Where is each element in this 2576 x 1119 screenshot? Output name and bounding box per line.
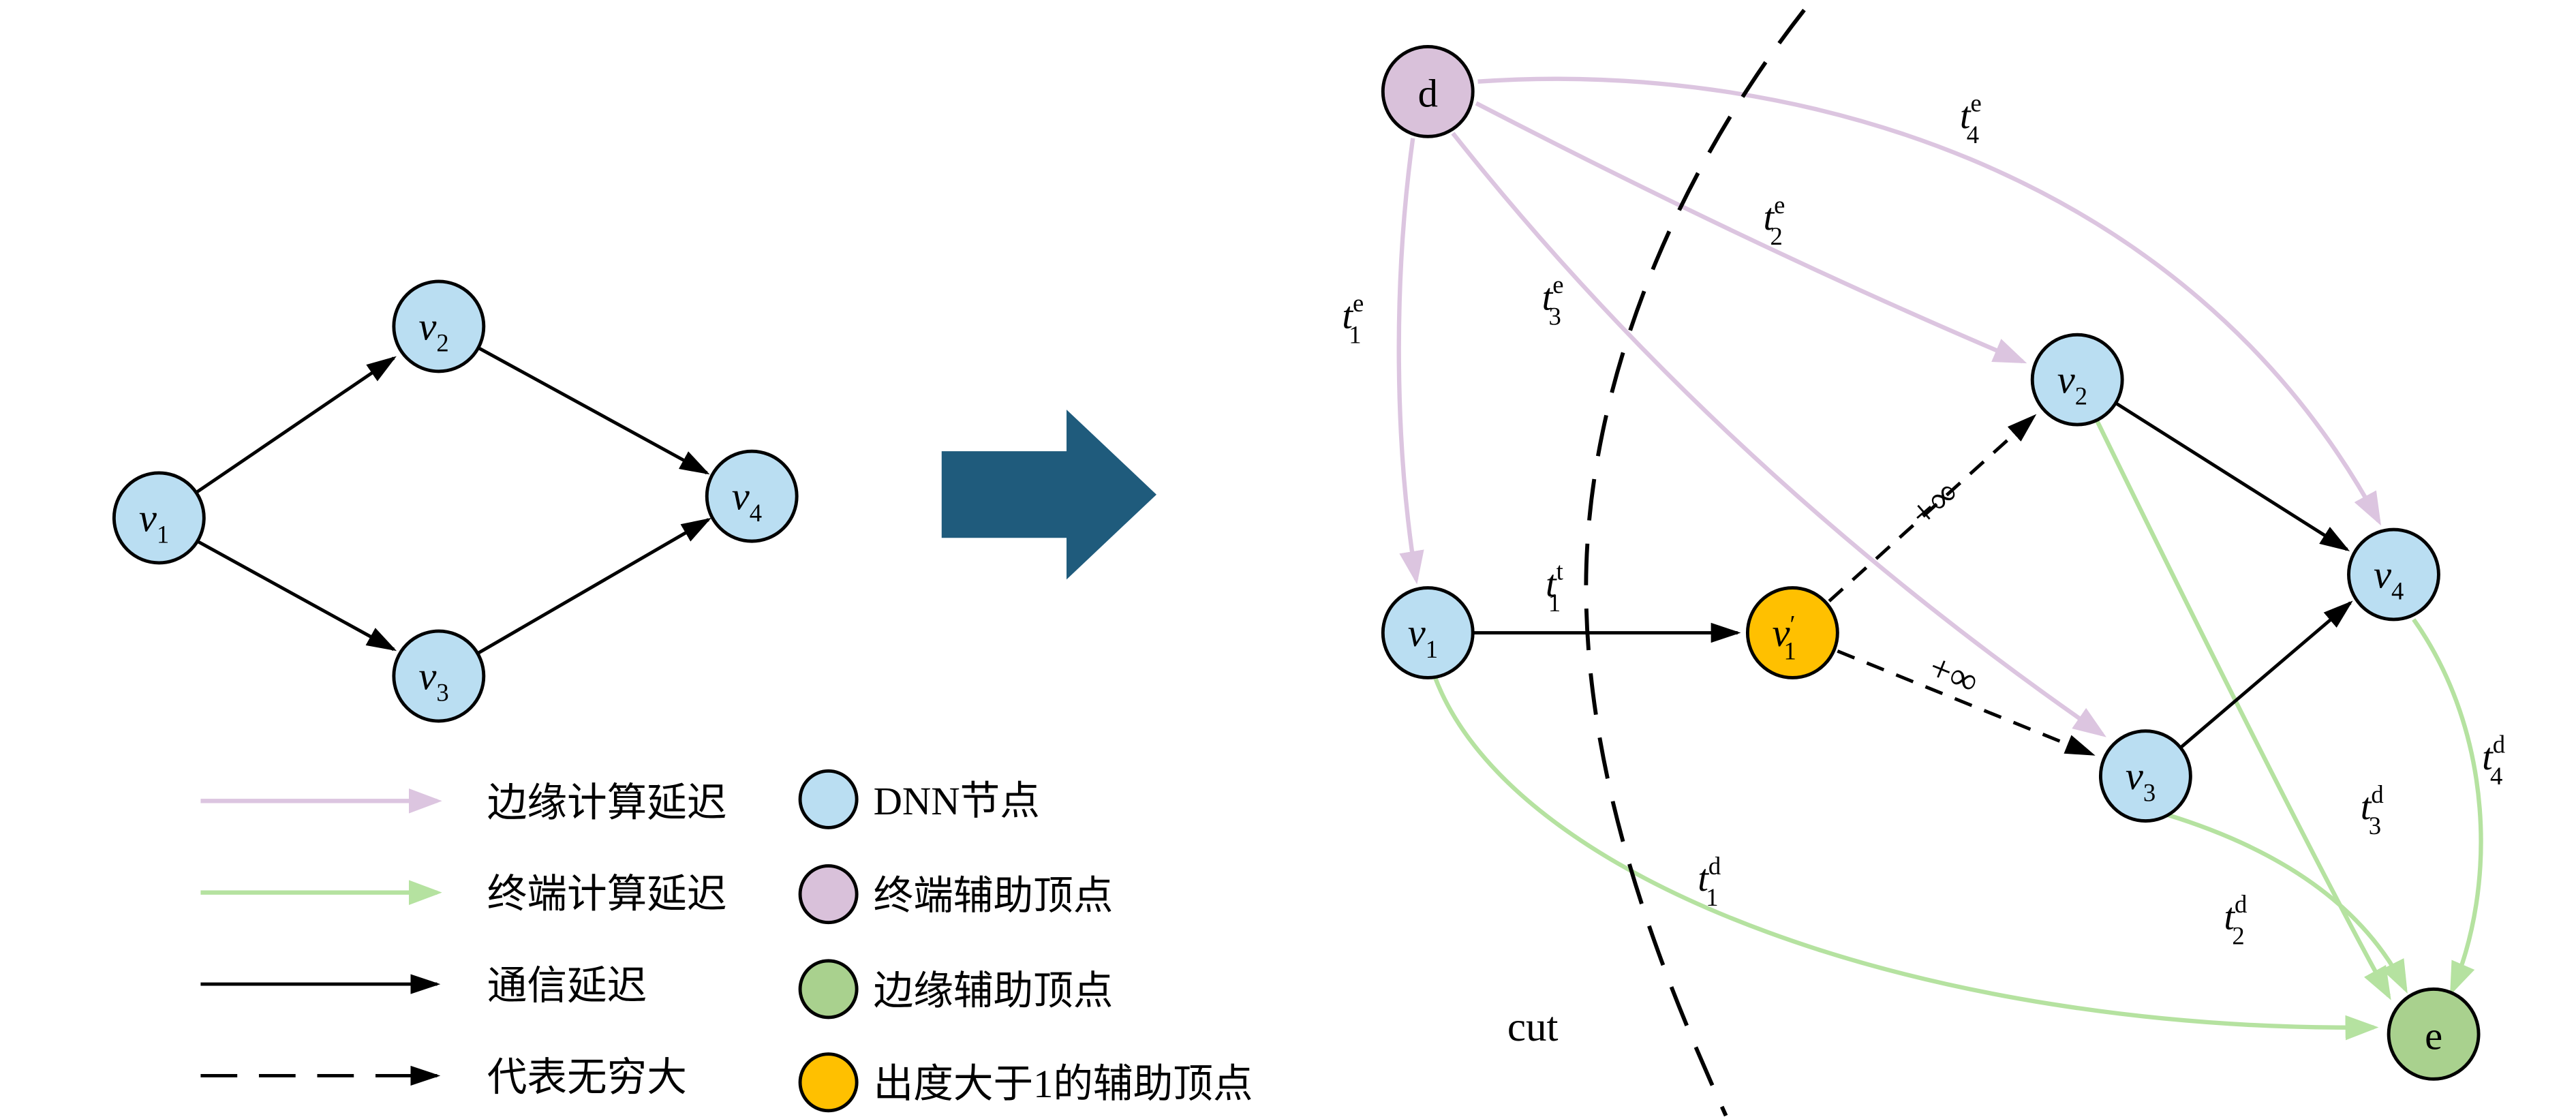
legend-edge-delay: 边缘计算延迟 (200, 780, 726, 825)
node-d: d (1381, 44, 1475, 138)
legend-infinity-label: 代表无穷大 (487, 1055, 687, 1099)
legend-edge-delay-label: 边缘计算延迟 (487, 780, 727, 825)
legend-device-aux-node-icon (798, 864, 859, 925)
node-v1-prime: v′1 (1745, 586, 1839, 679)
cut-curve (1584, 8, 1806, 1117)
node-v2-label: v2 (418, 304, 448, 356)
edge-d-v1 (1396, 138, 1424, 585)
legend-edge-aux-node-label: 边缘辅助顶点 (874, 968, 1114, 1013)
legend-outdeg-aux-node-icon (798, 1052, 859, 1113)
edge-v1p-v3-infinity (1837, 649, 2096, 756)
node-v3-right: v3 (2098, 729, 2192, 823)
legend-outdeg-aux-node-label: 出度大于1的辅助顶点 (874, 1062, 1253, 1106)
node-d-label: d (1418, 71, 1438, 115)
edge-v1-e (1432, 675, 2379, 1041)
node-v2: v2 (392, 279, 486, 373)
node-v4-label: v4 (2374, 553, 2404, 605)
edge-d-v4 (1477, 76, 2381, 526)
legend-edge-aux-node: 边缘辅助顶点 (798, 959, 1114, 1020)
edge-d-v2 (1475, 101, 2027, 364)
left-graph: v1 v2 v3 v4 (112, 279, 799, 723)
cut-label: cut (1507, 1005, 1559, 1050)
node-v2-right: v2 (2030, 333, 2124, 427)
legend-outdeg-aux-node: 出度大于1的辅助顶点 (798, 1052, 1253, 1113)
node-v1: v1 (112, 471, 206, 565)
transform-arrow-icon (941, 410, 1156, 580)
legend-comm-delay: 通信延迟 (200, 964, 647, 1008)
edge-d-v3 (1451, 132, 2106, 737)
legend-comm-delay-label: 通信延迟 (487, 964, 647, 1008)
edge-v1-v3 (196, 539, 397, 652)
edge-v2-v4 (2115, 401, 2350, 551)
edge-v4-e (2412, 618, 2483, 996)
legend-edge-aux-node-icon (798, 959, 859, 1020)
edge-v2-v4 (478, 346, 710, 475)
legend-device-aux-node-label: 终端辅助顶点 (874, 874, 1114, 918)
edge-v3-v4 (478, 517, 711, 654)
node-v1-label: v1 (139, 495, 169, 548)
edge-v2-e (2095, 420, 2391, 1000)
node-v3: v3 (392, 629, 486, 723)
legend-infinity: 代表无穷大 (200, 1055, 687, 1099)
legend-device-delay-label: 终端计算延迟 (487, 872, 727, 917)
node-e-label: e (2425, 1013, 2442, 1058)
legend-device-aux-node: 终端辅助顶点 (798, 864, 1114, 925)
node-e: e (2387, 987, 2481, 1081)
legend-dnn-node-icon (798, 769, 859, 829)
node-v3-label: v3 (2126, 754, 2156, 806)
edge-v3-e (2164, 812, 2408, 994)
node-v4-label: v4 (732, 474, 762, 527)
edge-v1p-v2-infinity (1828, 414, 2037, 602)
legend-dnn-node-label: DNN节点 (874, 779, 1040, 823)
legend: 边缘计算延迟 终端计算延迟 通信延迟 代表无穷大 DNN节点 终端辅助顶点 边缘… (200, 769, 1253, 1113)
legend-device-delay: 终端计算延迟 (200, 872, 726, 917)
legend-dnn-node: DNN节点 (798, 769, 1040, 829)
node-v4: v4 (705, 449, 799, 543)
node-v1-right: v1 (1381, 586, 1475, 679)
edge-v1-v2 (194, 356, 397, 495)
node-v3-label: v3 (418, 654, 448, 707)
edge-label-infinity-v3: +∞ (1923, 646, 1984, 703)
edge-v3-v4 (2179, 600, 2353, 749)
node-v2-label: v2 (2057, 358, 2087, 410)
node-v4-right: v4 (2347, 527, 2440, 622)
node-v1-label: v1 (1408, 611, 1438, 663)
node-v1-prime-label: v′1 (1773, 611, 1796, 665)
